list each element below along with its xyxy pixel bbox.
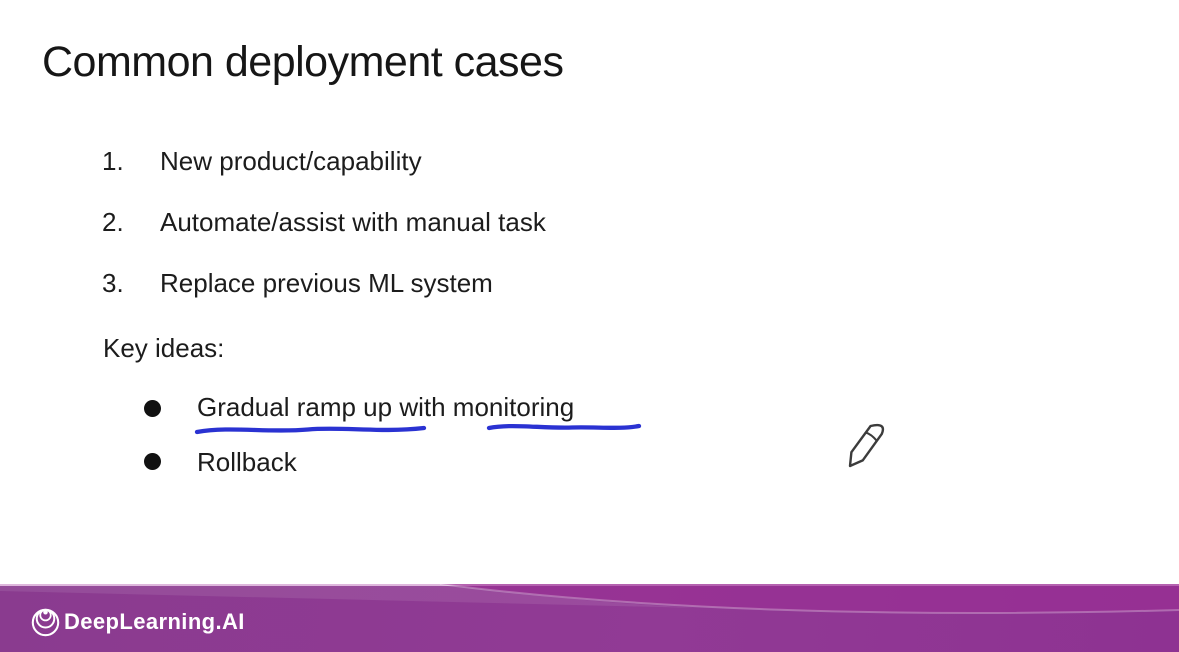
footer-brand-text: DeepLearning.AI [64,609,245,634]
key-ideas-label: Key ideas: [103,333,225,363]
footer-bar: DeepLearning.AI [0,584,1179,652]
footer-brand: DeepLearning.AI [30,592,245,652]
deeplearning-ai-logo-icon [31,608,60,636]
bullet-dot [144,400,161,417]
numbered-list-item: 1. New product/capability [102,146,422,177]
bullet-text: Rollback [197,447,297,477]
ink-underline-monitoring [486,423,642,431]
bullet-text: Gradual ramp up with monitoring [197,392,575,422]
numbered-list-item: 2. Automate/assist with manual task [102,207,546,238]
item-text: Replace previous ML system [160,268,493,298]
footer-swoosh-decoration [0,584,1179,614]
numbered-list-item: 3. Replace previous ML system [102,268,493,299]
item-text: Automate/assist with manual task [160,207,546,237]
item-number: 1. [102,146,124,176]
bullet-dot [144,453,161,470]
item-number: 3. [102,268,124,298]
pencil-cursor-icon [848,423,885,468]
item-number: 2. [102,207,124,237]
item-text: New product/capability [160,146,422,176]
slide-title: Common deployment cases [42,38,564,86]
ink-underline-gradual-ramp-up [194,425,427,435]
